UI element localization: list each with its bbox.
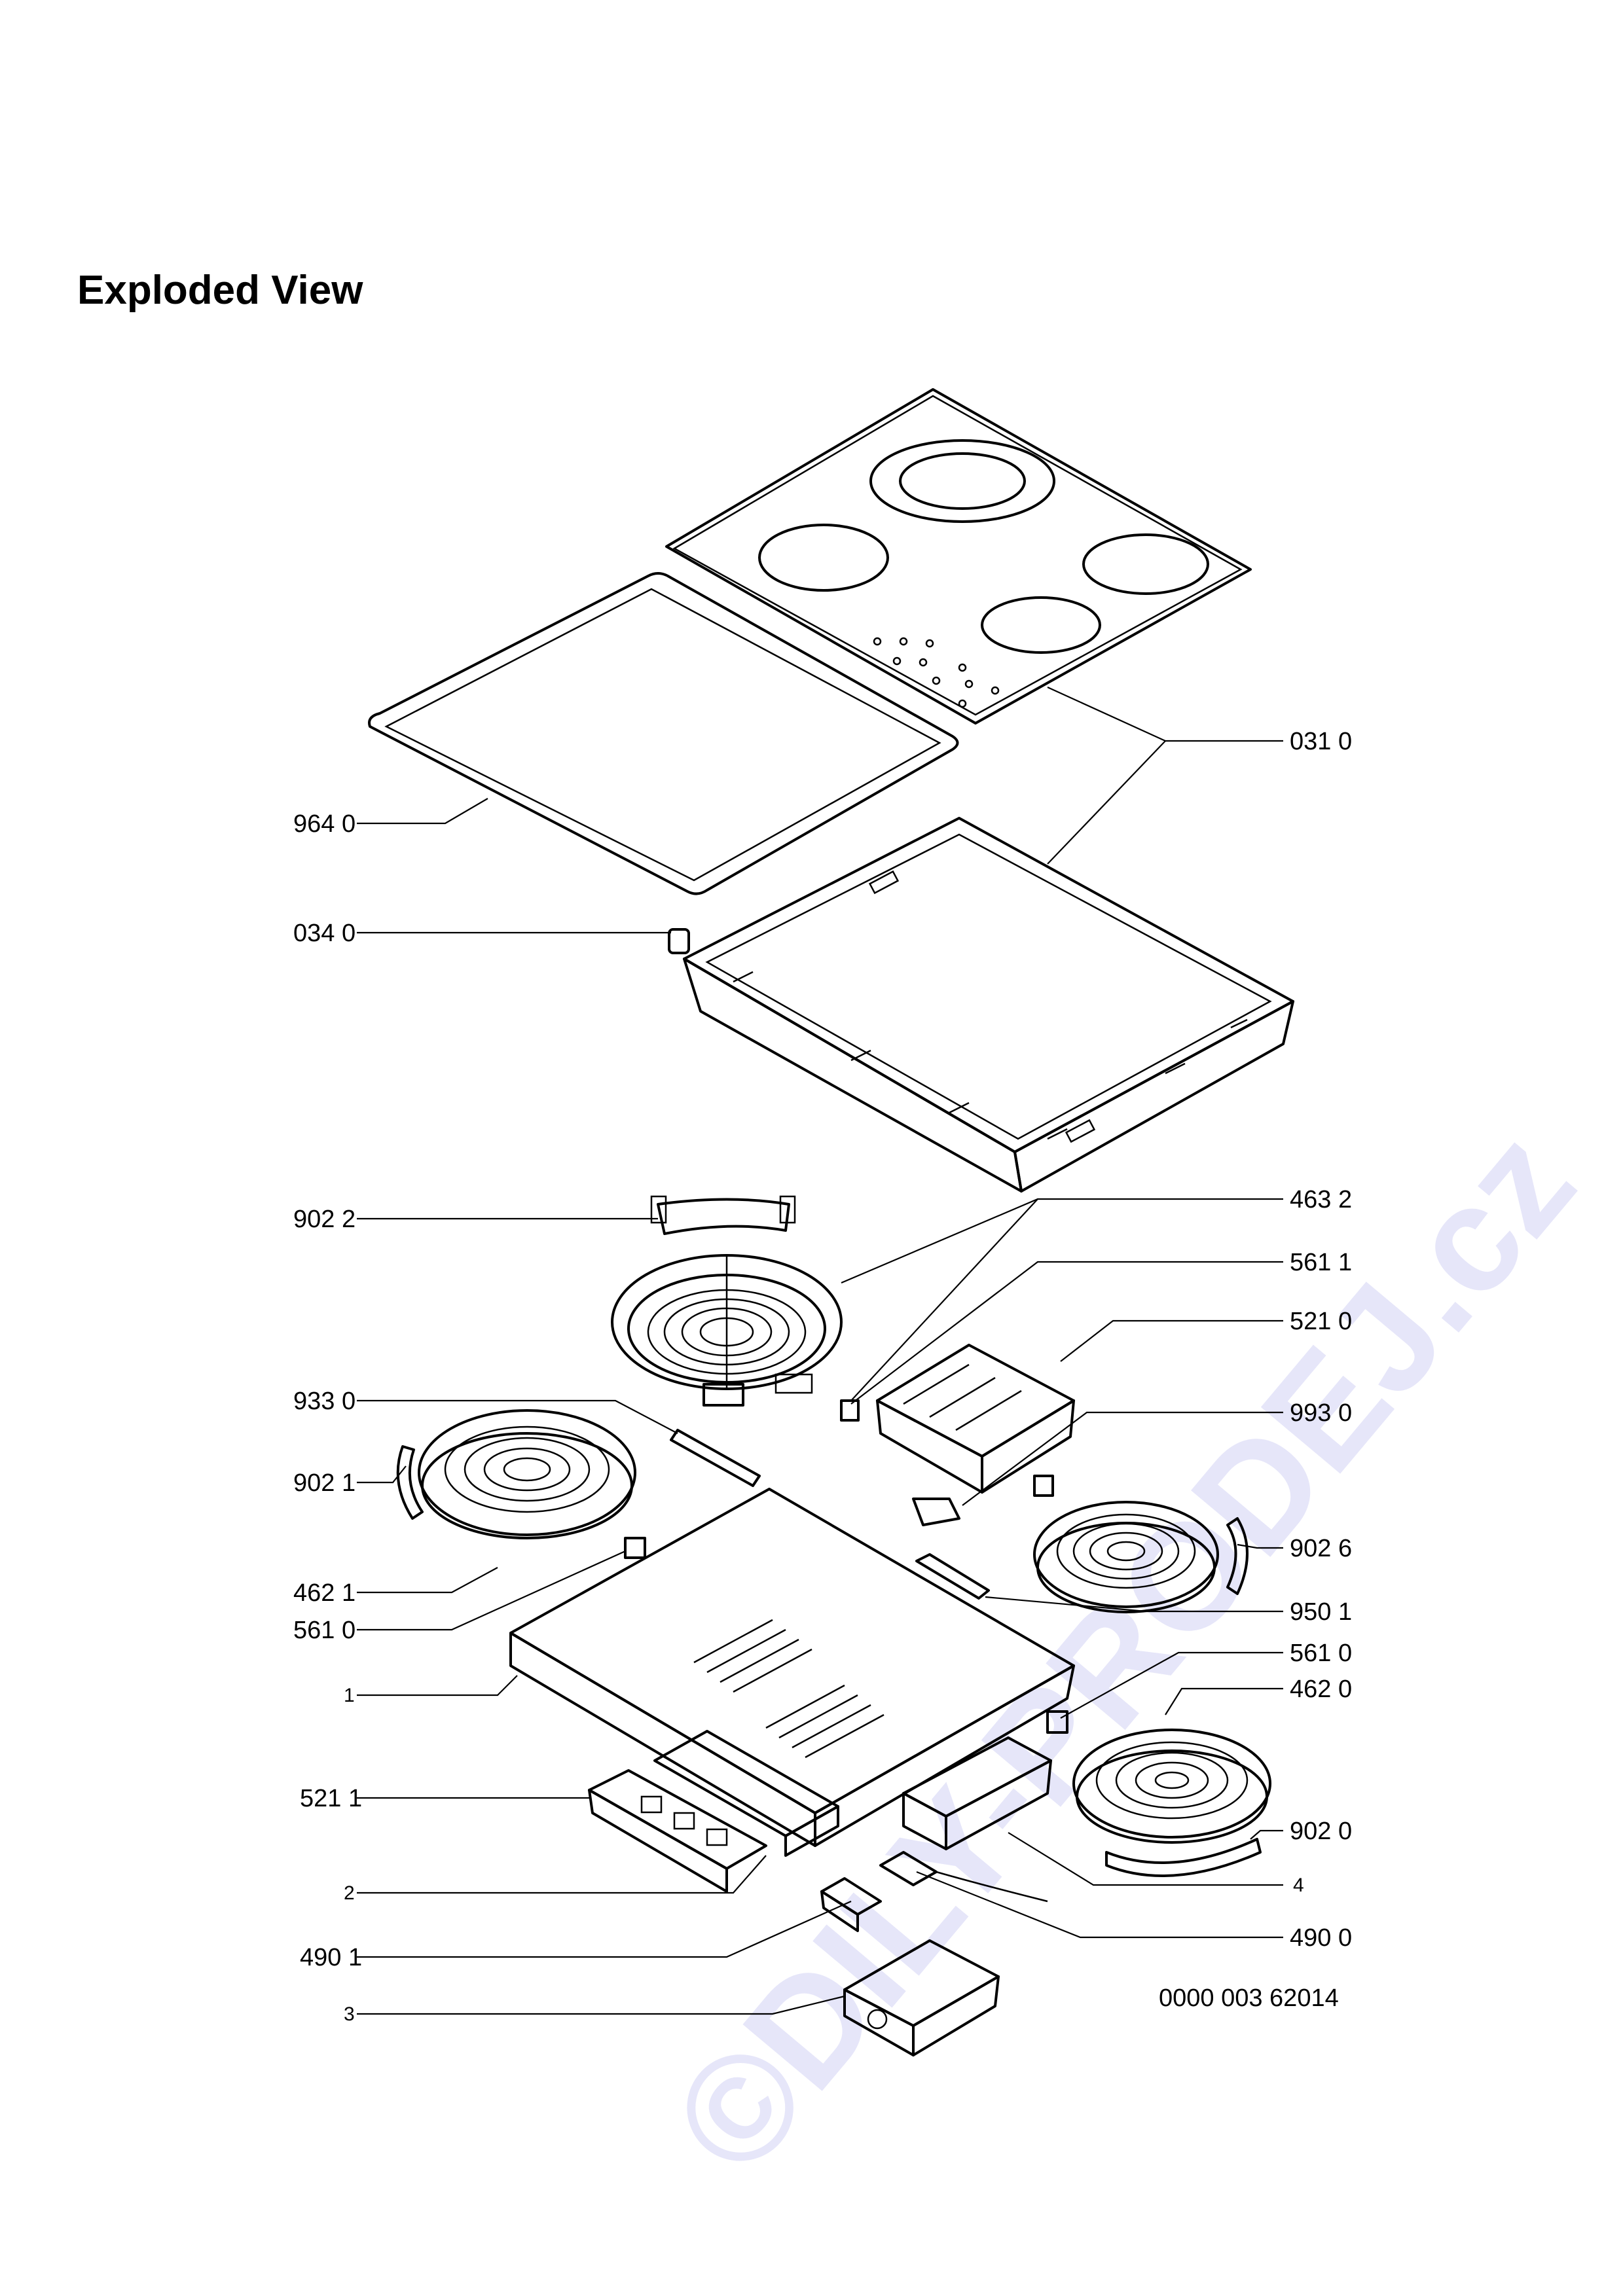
radiant-heater-left bbox=[396, 1409, 646, 1559]
hob-frame bbox=[683, 817, 1294, 1193]
label-993-0: 993 0 bbox=[1290, 1399, 1352, 1427]
part-490-1 bbox=[820, 1877, 882, 1932]
label-2: 2 bbox=[344, 1882, 355, 1904]
label-462-0: 462 0 bbox=[1290, 1676, 1352, 1703]
large-radiant-heater bbox=[611, 1254, 843, 1407]
page-title: Exploded View bbox=[77, 268, 363, 313]
housing-4 bbox=[902, 1736, 1052, 1850]
leader-lines bbox=[357, 686, 1283, 2015]
radiant-heater-bottom bbox=[1046, 1710, 1271, 1877]
part-490-0 bbox=[879, 1851, 1048, 1903]
part-labels: 031 0 964 0 034 0 902 2 463 2 561 1 521 … bbox=[293, 728, 1352, 2025]
label-561-1: 561 1 bbox=[1290, 1249, 1352, 1276]
electronic-module-521-0 bbox=[876, 1344, 1075, 1494]
label-521-0: 521 0 bbox=[1290, 1308, 1352, 1335]
base-tray bbox=[509, 1488, 1075, 1847]
label-034-0: 034 0 bbox=[293, 920, 356, 947]
label-031-0: 031 0 bbox=[1290, 728, 1352, 755]
label-964-0: 964 0 bbox=[293, 810, 356, 838]
temperature-limiter-933-0 bbox=[670, 1429, 761, 1487]
strip-950-1 bbox=[915, 1553, 990, 1600]
label-902-0: 902 0 bbox=[1290, 1818, 1352, 1845]
label-4: 4 bbox=[1293, 1874, 1304, 1896]
label-933-0: 933 0 bbox=[293, 1388, 356, 1415]
label-1: 1 bbox=[344, 1685, 355, 1706]
glass-ceramic-top bbox=[665, 388, 1252, 725]
channel-2 bbox=[653, 1730, 839, 1857]
clip-993-0 bbox=[912, 1475, 1054, 1526]
label-902-2: 902 2 bbox=[293, 1206, 356, 1233]
label-490-1: 490 1 bbox=[300, 1944, 362, 1971]
label-561-0-right: 561 0 bbox=[1290, 1640, 1352, 1667]
gasket-seal bbox=[368, 572, 959, 895]
bracket-902-2 bbox=[650, 1195, 796, 1235]
switch-561-1 bbox=[840, 1399, 860, 1422]
control-dots bbox=[873, 637, 1000, 708]
label-902-1: 902 1 bbox=[293, 1469, 356, 1497]
label-490-0: 490 0 bbox=[1290, 1924, 1352, 1952]
radiant-heater-right bbox=[1033, 1501, 1249, 1613]
cover-box-3 bbox=[843, 1939, 1000, 2056]
label-3: 3 bbox=[344, 2003, 355, 2025]
label-521-1: 521 1 bbox=[300, 1785, 362, 1812]
drawing-number: 0000 003 62014 bbox=[1159, 1984, 1339, 2012]
label-950-1: 950 1 bbox=[1290, 1598, 1352, 1626]
control-module-521-1 bbox=[588, 1769, 767, 1893]
label-463-2: 463 2 bbox=[1290, 1186, 1352, 1213]
frame-clip bbox=[668, 928, 690, 954]
label-902-6: 902 6 bbox=[1290, 1535, 1352, 1562]
label-462-1: 462 1 bbox=[293, 1579, 356, 1607]
label-561-0-left: 561 0 bbox=[293, 1617, 356, 1644]
